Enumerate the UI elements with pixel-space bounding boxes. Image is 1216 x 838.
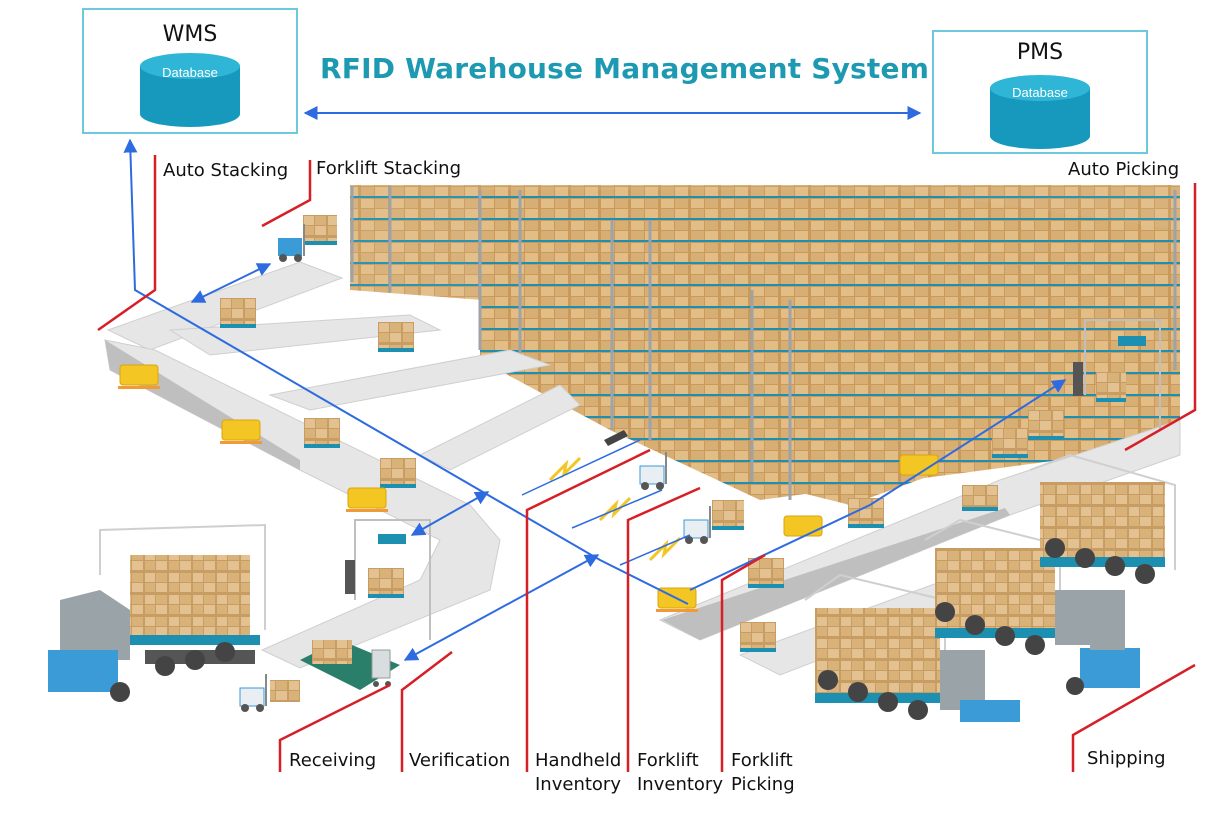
arrow-main-flow [123,138,689,605]
agv-1 [119,364,159,386]
verification-station [300,640,400,690]
pms-database-icon [990,75,1090,149]
pms-name: PMS [1016,40,1064,65]
pms-box: PMS Database [932,30,1148,154]
data-flow-arrows [123,106,1067,661]
agv-5 [783,515,823,537]
marker-verification [400,651,453,772]
wms-database-label: Database [162,65,218,80]
conveyor-branch-3 [418,384,581,471]
forklift-inventory [683,506,711,544]
label-shipping: Shipping [1087,748,1166,769]
label-forklift-picking-line1: Forklift [731,750,793,771]
wms-name: WMS [162,22,218,47]
forklift-receiving [239,674,300,712]
marker-forklift-inventory [626,486,701,772]
wms-database-icon [140,53,240,127]
label-forklift-picking-line2: Picking [731,774,795,795]
marker-auto-picking [1124,183,1197,452]
wms-box: WMS Database [82,8,298,134]
arrow-auto-stacking [190,263,272,303]
agv-6 [899,454,939,476]
station-markers [97,155,1197,772]
rfid-gate-auto-picking [1084,319,1161,430]
conveyor-branch-1 [168,314,442,356]
wireless-signal-3 [648,536,682,562]
label-verification: Verification [409,750,511,771]
marker-forklift-picking [720,553,766,772]
forklift-handheld [639,452,667,490]
truck-receiving [48,523,266,702]
storage-racks [350,185,1180,505]
truck-shipping-3 [1029,453,1176,695]
arrow-auto-picking [689,379,1067,591]
arrow-receiving-gate [410,491,490,536]
wireless-signal-2 [598,496,632,522]
label-forklift-inventory-line1: Forklift [637,750,699,771]
rack-block-front [750,240,1180,505]
arrow-verification [403,554,600,661]
gate-reader-picking [1073,362,1083,396]
marker-auto-stacking [97,155,157,332]
label-auto-stacking: Auto Stacking [163,160,289,181]
forklifts [239,224,711,712]
marker-handheld-inventory [525,448,651,772]
agv-2 [221,419,261,441]
gate-antenna-picking [1118,336,1146,346]
gate-antenna-receiving [378,534,406,544]
forklift-stacking [278,224,305,262]
label-handheld-inventory-line2: Inventory [535,774,621,795]
label-forklift-picking: Forklift Picking [731,749,795,797]
pms-database-label: Database [1012,85,1068,100]
label-forklift-inventory: Forklift Inventory [637,749,723,797]
label-forklift-inventory-line2: Inventory [637,774,723,795]
label-handheld-inventory: Handheld Inventory [535,749,621,797]
marker-forklift-stacking [261,160,312,228]
handheld-reader [604,430,628,446]
gate-reader-receiving [345,560,355,594]
label-handheld-inventory-line1: Handheld [535,750,622,771]
truck-shipping-1 [804,573,1020,722]
rack-uprights [350,186,1177,500]
marker-receiving [278,683,391,772]
label-receiving: Receiving [289,750,377,771]
label-auto-picking: Auto Picking [1068,159,1180,180]
wireless-signal-1 [548,456,582,482]
page-title: RFID Warehouse Management System [320,52,930,85]
marker-shipping [1071,663,1196,772]
conveyor-branch-2 [268,349,552,411]
label-forklift-stacking: Forklift Stacking [316,158,462,179]
truck-cab-receiving [48,650,118,692]
agv-shadows [118,386,698,612]
truck-cab-shipping [1080,648,1140,688]
agv-3 [347,487,387,509]
